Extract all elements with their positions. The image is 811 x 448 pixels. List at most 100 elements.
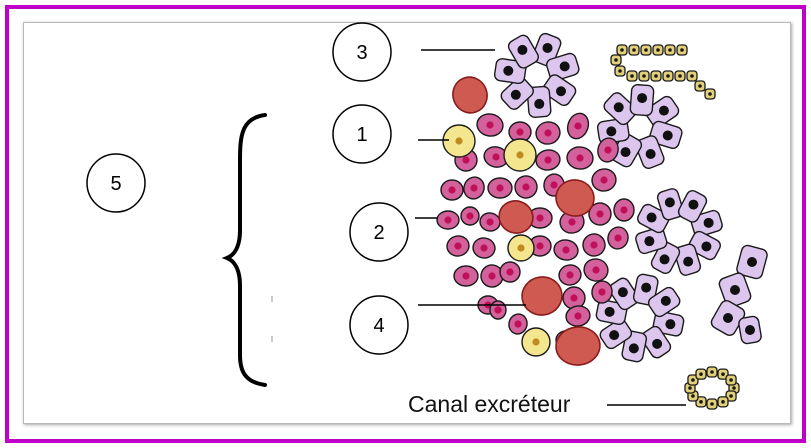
acinar-nucleus [637,93,647,103]
label-number: 2 [373,222,384,244]
islet-nucleus [492,153,499,160]
duct-nucleus [666,74,670,78]
label-n2: 2 [350,203,438,261]
duct-nucleus [691,378,695,382]
acinar-nucleus [641,283,651,293]
duct-nucleus [691,394,695,398]
acinar-nucleus [665,197,675,207]
acinar-nucleus [644,236,654,246]
acinar-nucleus [543,43,553,53]
capillary [519,274,565,318]
acinus [494,32,581,118]
acinar-nucleus [560,61,570,71]
islet-nucleus [544,129,551,136]
islet-nucleus [566,271,573,278]
duct-nucleus [620,48,624,52]
islet-nucleus [600,176,607,183]
duct-nucleus [632,48,636,52]
acinus [634,187,723,276]
duct-nucleus [729,394,733,398]
islet-nucleus [536,242,543,249]
islet-nucleus [486,218,493,225]
islet-nucleus [480,244,487,251]
islet-nucleus [444,216,451,223]
islet-nucleus [568,218,575,225]
duct-nucleus [656,48,660,52]
acinar-nucleus [660,254,670,264]
duct-nucleus [721,400,725,404]
acinar-nucleus [511,90,521,100]
acinar-nucleus [665,319,675,329]
islet-nucleus [598,288,605,295]
acinar-nucleus [723,313,733,323]
islet-nucleus [596,210,603,217]
yellow-nucleus [516,151,523,158]
acinar-nucleus [652,339,662,349]
caption-text: Canal excréteur [408,391,571,417]
duct-nucleus [678,74,682,78]
islet-nucleus [488,272,495,279]
acinar-nucleus [730,285,740,295]
duct-nucleus [668,48,672,52]
acinar-nucleus [606,126,616,136]
label-number: 5 [110,173,121,195]
duct-nucleus [688,386,692,390]
duct-nucleus [690,74,694,78]
yellow-nucleus [532,338,539,345]
acinar-nucleus [605,307,615,317]
acinar-nucleus [659,106,669,116]
islet-nucleus [494,306,501,313]
islet-nucleus [536,214,543,221]
duct-nucleus [630,74,634,78]
acinar-nucleus [629,343,639,353]
islet-nucleus [516,128,523,135]
label-n4: 4 [350,296,526,354]
yellow-nucleus [517,244,524,251]
islet-nucleus [620,206,627,213]
acinar-nucleus [621,147,631,157]
acinar-nucleus [683,257,693,267]
duct-nucleus [644,48,648,52]
yellow-nucleus [455,137,462,144]
duct-nucleus [721,372,725,376]
islet-nucleus [470,184,477,191]
islet-nucleus [604,146,611,153]
acinar-nucleus [747,257,757,267]
islet-nucleus [570,294,577,301]
acinar-nucleus [503,66,513,76]
islet-nucleus [544,156,551,163]
curly-brace [227,115,265,385]
acinar-nucleus [661,296,671,306]
duct-nucleus [699,372,703,376]
islet-nucleus [574,312,581,319]
acinar-nucleus [745,325,755,335]
duct-nucleus [710,370,714,374]
duct-nucleus [710,402,714,406]
acinar-nucleus [614,102,624,112]
islet-nucleus [590,241,597,248]
duct-nucleus [654,74,658,78]
islet-nucleus [462,156,469,163]
acinar-nucleus [609,330,619,340]
duct-nucleus [699,400,703,404]
islet-nucleus [496,184,503,191]
acinar-nucleus [534,99,544,109]
label-number: 1 [356,124,367,146]
acinar-nucleus [618,287,628,297]
islet-nucleus [514,320,521,327]
capillary [495,196,538,238]
label-n5: 5 [87,154,145,212]
islet-nucleus [522,183,529,190]
acinar-nucleus [646,149,656,159]
duct-nucleus [729,378,733,382]
islet-nucleus [462,272,469,279]
islet-nucleus [466,212,473,219]
acinar-nucleus [701,241,711,251]
islet-nucleus [448,186,455,193]
label-n1: 1 [333,105,449,163]
islet-nucleus [562,246,569,253]
duct-nucleus [614,58,618,62]
islet-nucleus [576,154,583,161]
